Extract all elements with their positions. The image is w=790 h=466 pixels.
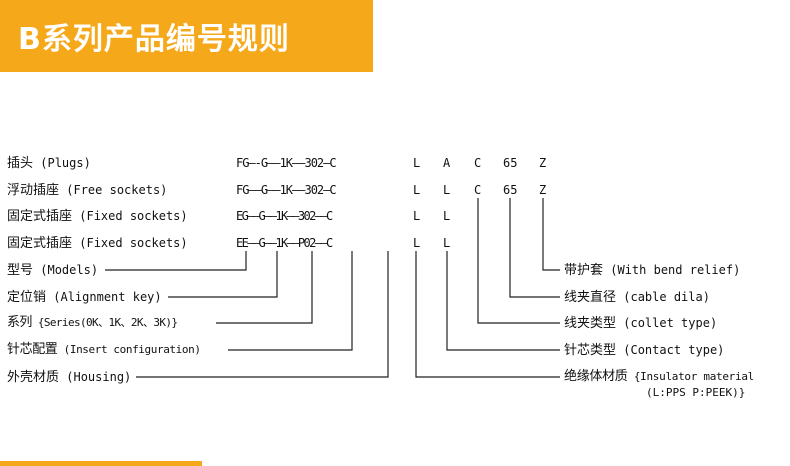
row-code: FG—-G——1K——302—C bbox=[236, 156, 337, 170]
legend-models: 型号 (Models) bbox=[7, 263, 101, 278]
code-part: L bbox=[413, 156, 421, 170]
line-contact bbox=[446, 251, 560, 351]
code-part: L bbox=[443, 236, 451, 250]
row-code: FG——G——1K——302—C bbox=[236, 183, 337, 197]
legend-cable-dia: 线夹直径 (cable dila) bbox=[564, 290, 710, 305]
page-title: B系列产品编号规则 bbox=[18, 22, 290, 57]
legend-insert: 针芯配置 (Insert configuration) bbox=[7, 342, 203, 357]
row-label: 固定式插座 (Fixed sockets) bbox=[7, 209, 188, 224]
code-part: L bbox=[413, 183, 421, 197]
code-part: A bbox=[443, 156, 451, 170]
line-alignment bbox=[168, 251, 278, 298]
line-cable bbox=[509, 198, 560, 298]
legend-insulator-options: (L:PPS P:PEEK)} bbox=[646, 386, 746, 399]
line-collet bbox=[477, 198, 560, 324]
footer-accent-bar bbox=[0, 461, 202, 466]
header-banner: B系列产品编号规则 bbox=[0, 0, 373, 72]
legend-housing: 外壳材质 (Housing) bbox=[7, 370, 134, 385]
row-label: 固定式插座 (Fixed sockets) bbox=[7, 236, 188, 251]
code-part: 65 bbox=[503, 183, 518, 197]
code-part: Z bbox=[539, 156, 547, 170]
legend-alignment: 定位销 (Alignment key) bbox=[7, 290, 164, 305]
code-part: 65 bbox=[503, 156, 518, 170]
legend-bend-relief: 带护套 (With bend relief) bbox=[564, 263, 741, 278]
code-part: C bbox=[474, 156, 482, 170]
legend-series: 系列 {Series(0K、1K、2K、3K)} bbox=[7, 315, 180, 330]
legend-insulator: 绝缘体材质 {Insulator material bbox=[564, 369, 754, 384]
legend-collet-type: 线夹类型 (collet type) bbox=[564, 316, 718, 331]
line-housing bbox=[136, 251, 389, 378]
code-part: Z bbox=[539, 183, 547, 197]
row-code: EG——G——1K——302——C bbox=[236, 209, 333, 223]
code-part: L bbox=[443, 183, 451, 197]
line-models bbox=[105, 251, 247, 271]
line-insert bbox=[228, 251, 353, 351]
line-bend bbox=[542, 198, 560, 271]
legend-contact-type: 针芯类型 (Contact type) bbox=[564, 343, 725, 358]
code-part: L bbox=[413, 209, 421, 223]
code-part: C bbox=[474, 183, 482, 197]
line-series bbox=[216, 251, 313, 324]
row-code: EE——G——1K——P02——C bbox=[236, 236, 333, 250]
code-part: L bbox=[413, 236, 421, 250]
line-insulator bbox=[415, 251, 560, 378]
code-part: L bbox=[443, 209, 451, 223]
row-label: 插头 (Plugs) bbox=[7, 156, 91, 171]
row-label: 浮动插座 (Free sockets) bbox=[7, 183, 168, 198]
